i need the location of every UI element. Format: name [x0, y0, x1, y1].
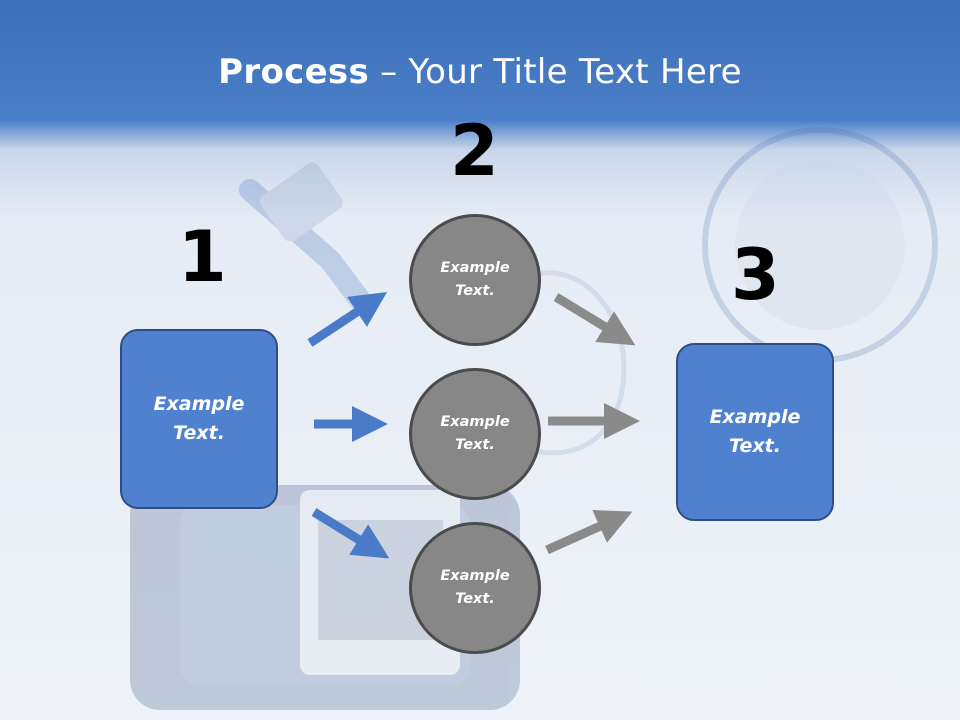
pump-screen	[300, 490, 460, 675]
circle-2-line2: Text.	[455, 437, 495, 453]
arrow-down-right-gray	[553, 293, 636, 346]
circle-1: Example Text.	[409, 214, 541, 346]
vial	[260, 162, 343, 242]
circle-2-line1: Example	[440, 414, 510, 430]
step-1-box: Example Text.	[120, 329, 278, 509]
step-1-text-line2: Text.	[173, 422, 225, 444]
circle-3-line1: Example	[440, 568, 510, 584]
step-3-text-line2: Text.	[729, 435, 781, 457]
circle-2: Example Text.	[409, 368, 541, 500]
step-3-text-line1: Example	[709, 406, 801, 428]
title-rest: Your Title Text Here	[408, 52, 742, 92]
circle-1-line1: Example	[440, 260, 510, 276]
arrow-down-right-blue	[311, 508, 390, 559]
arrow-up-right-blue	[307, 292, 388, 347]
circle-1-line2: Text.	[455, 283, 495, 299]
circle-3-line2: Text.	[455, 591, 495, 607]
reel-center	[735, 160, 905, 330]
step-number-3: 3	[731, 234, 780, 316]
title-bold: Process	[218, 52, 370, 92]
vial-cap	[239, 179, 371, 311]
circle-3: Example Text.	[409, 522, 541, 654]
step-1-text-line1: Example	[153, 393, 245, 415]
arrow-up-right-gray	[545, 509, 633, 555]
pump-panel	[180, 505, 470, 685]
pump-body	[130, 485, 520, 710]
step-number-1: 1	[178, 216, 227, 298]
title-dash: –	[380, 52, 398, 92]
slide-title: Process – Your Title Text Here	[0, 52, 960, 92]
step-3-box: Example Text.	[676, 343, 834, 521]
step-number-2: 2	[450, 110, 499, 192]
